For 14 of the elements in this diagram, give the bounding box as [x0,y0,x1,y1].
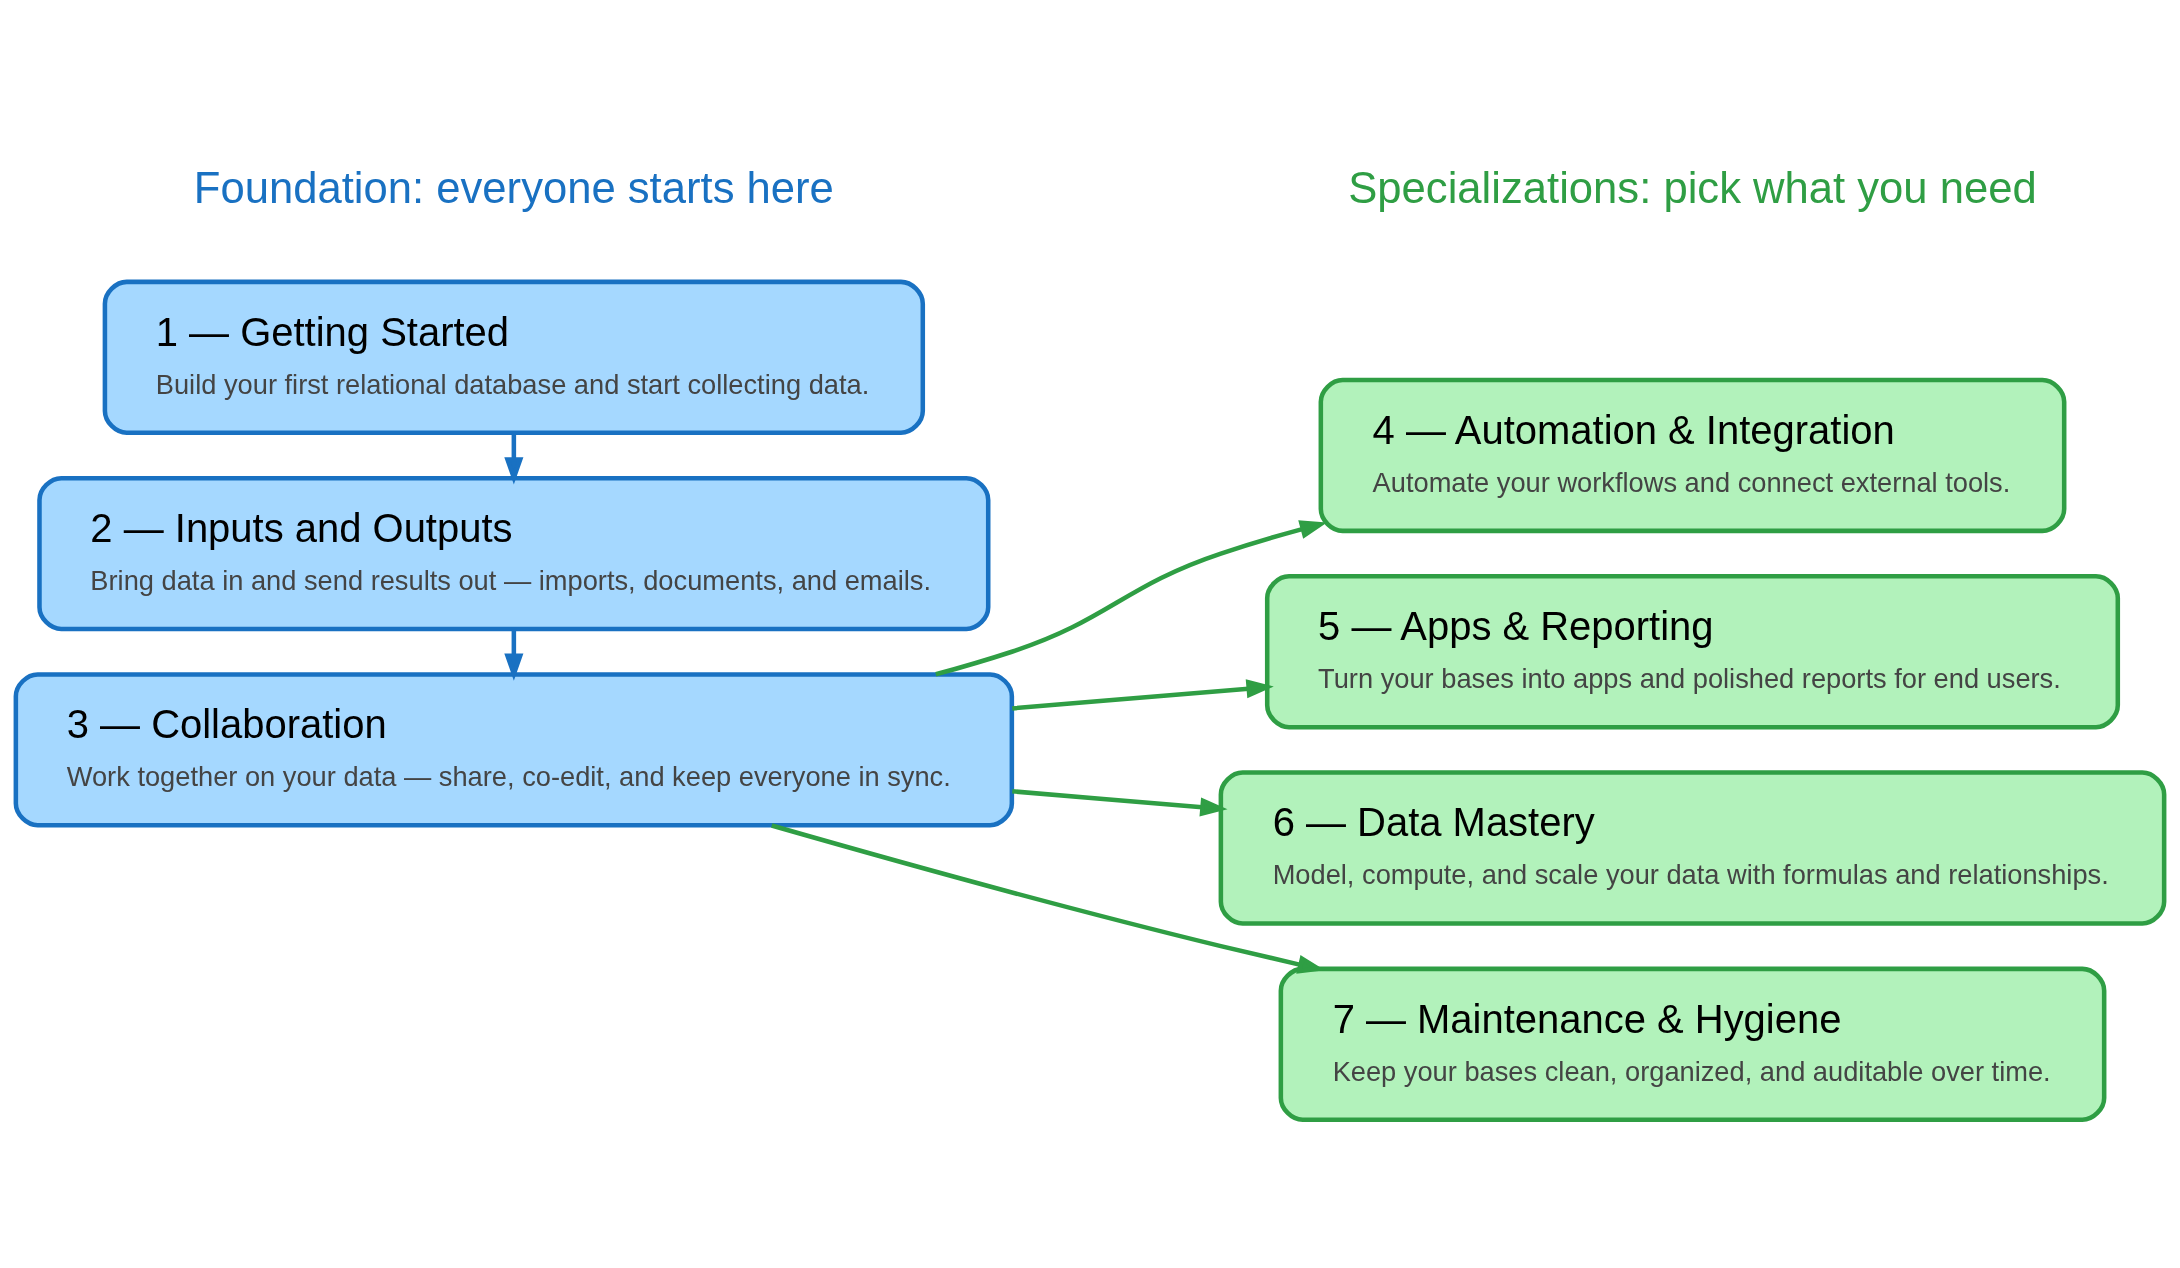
arrow [1012,789,1228,817]
node-box: 7 — Maintenance & Hygiene Keep your bases clean, organized, and auditable over time. [1278,966,2107,1122]
node-box: 4 — Automation & Integration Automate your workflows and connect external tools. [1318,377,2067,534]
arrow [935,520,1328,677]
node-box: 3 — Collaboration Work together on your data — share, co-edit, and keep everyone in sync. [13,672,1015,828]
node-box: 5 — Apps & Reporting Turn your bases into apps and polished reports for end users. [1264,574,2121,730]
label: Foundation: everyone starts here [193,164,834,213]
arrow [504,629,524,681]
node-box: 2 — Inputs and Outputs Bring data in and send results out — imports, documents, and emails. [37,475,991,632]
label: Specializations: pick what you need [1348,164,2037,213]
node-box: 1 — Getting Started Build your first relational database and start collecting data. [102,279,926,435]
arrow [504,433,524,485]
arrow [1012,679,1274,711]
node-box: 6 — Data Mastery Model, compute, and scale your data with formulas and relationships. [1218,770,2167,926]
